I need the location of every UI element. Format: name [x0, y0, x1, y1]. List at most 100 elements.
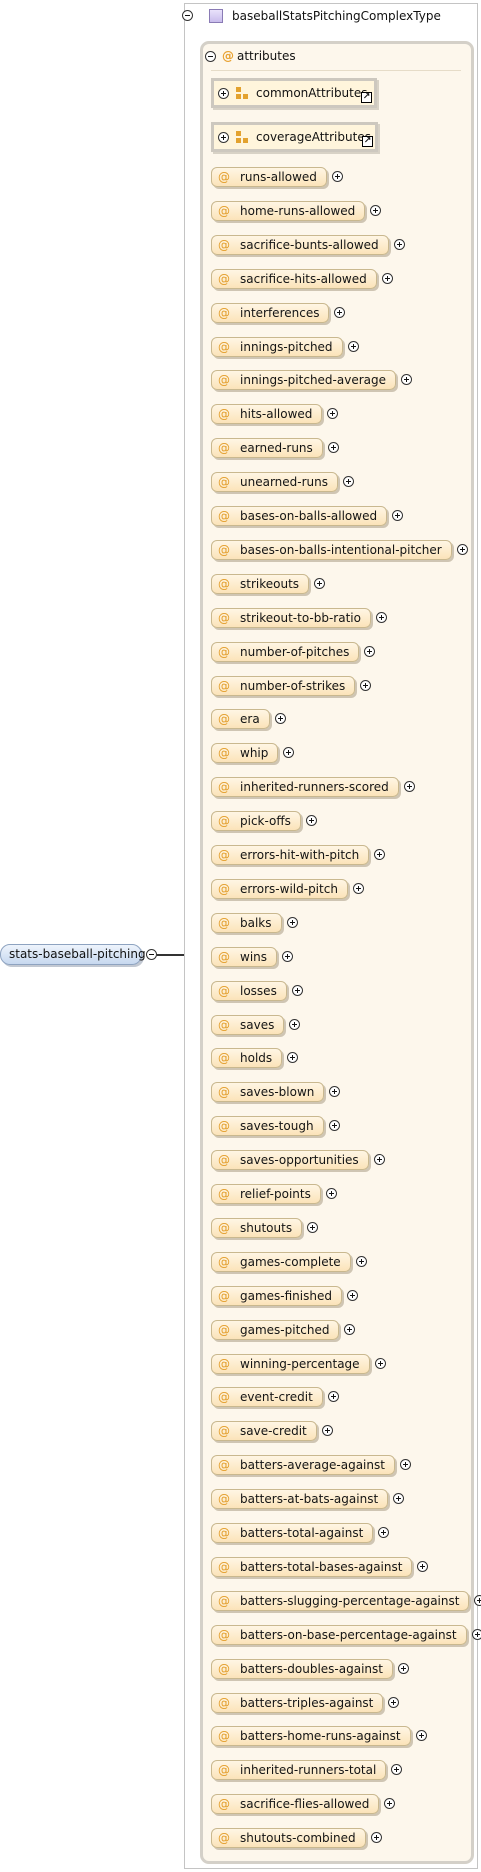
attribute-pill[interactable]: @saves-blown	[211, 1081, 325, 1102]
attribute-item[interactable]: @pick-offs	[211, 810, 317, 831]
expand-icon[interactable]	[329, 1086, 341, 1097]
expand-icon[interactable]	[388, 1697, 400, 1708]
attribute-item[interactable]: @strikeouts	[211, 573, 326, 594]
expand-icon[interactable]	[456, 544, 468, 555]
expand-icon[interactable]	[370, 205, 382, 216]
attribute-pill[interactable]: @batters-home-runs-against	[211, 1725, 411, 1746]
expand-icon[interactable]	[378, 1527, 390, 1538]
attribute-item[interactable]: @interferences	[211, 302, 346, 323]
attribute-pill[interactable]: @batters-average-against	[211, 1454, 395, 1475]
expand-icon[interactable]	[282, 951, 294, 962]
attribute-pill[interactable]: @batters-on-base-percentage-against	[211, 1624, 467, 1645]
expand-icon[interactable]	[374, 849, 386, 860]
attribute-pill[interactable]: @batters-slugging-percentage-against	[211, 1590, 470, 1611]
attribute-item[interactable]: @saves-blown	[211, 1081, 341, 1102]
expand-icon[interactable]	[399, 1459, 411, 1470]
attribute-pill[interactable]: @sacrifice-bunts-allowed	[211, 234, 389, 255]
attribute-item[interactable]: @holds	[211, 1047, 299, 1068]
expand-icon[interactable]	[283, 747, 295, 758]
expand-icon[interactable]	[381, 273, 393, 284]
attribute-pill[interactable]: @strikeouts	[211, 573, 310, 594]
expand-icon[interactable]	[384, 1798, 396, 1809]
attribute-pill[interactable]: @games-finished	[211, 1285, 342, 1306]
expand-icon[interactable]	[393, 1493, 405, 1504]
expand-icon[interactable]	[291, 985, 303, 996]
complex-type-collapse-icon[interactable]	[182, 10, 193, 21]
expand-icon[interactable]	[401, 374, 412, 385]
attribute-item[interactable]: @bases-on-balls-allowed	[211, 505, 404, 526]
expand-icon[interactable]	[325, 1188, 337, 1199]
attribute-item[interactable]: @wins	[211, 946, 294, 967]
attribute-item[interactable]: @games-complete	[211, 1251, 367, 1272]
attribute-pill[interactable]: @home-runs-allowed	[211, 200, 366, 221]
expand-icon[interactable]	[327, 1391, 339, 1402]
attribute-item[interactable]: @games-finished	[211, 1285, 358, 1306]
attribute-pill[interactable]: @number-of-pitches	[211, 641, 360, 662]
expand-icon[interactable]	[287, 1052, 299, 1063]
attribute-pill[interactable]: @batters-triples-against	[211, 1692, 384, 1713]
attribute-item[interactable]: @innings-pitched	[211, 336, 359, 357]
attribute-item[interactable]: @save-credit	[211, 1420, 333, 1441]
attribute-pill[interactable]: @whip	[211, 742, 279, 763]
expand-icon[interactable]	[355, 1256, 367, 1267]
attribute-item[interactable]: @winning-percentage	[211, 1353, 386, 1374]
attribute-item[interactable]: @unearned-runs	[211, 471, 355, 492]
attribute-pill[interactable]: @winning-percentage	[211, 1353, 370, 1374]
attribute-item[interactable]: @saves-opportunities	[211, 1149, 385, 1170]
attribute-item[interactable]: @batters-doubles-against	[211, 1658, 409, 1679]
expand-icon[interactable]	[314, 578, 326, 589]
expand-icon[interactable]	[474, 1595, 481, 1606]
attribute-item[interactable]: @games-pitched	[211, 1319, 356, 1340]
expand-icon[interactable]	[471, 1629, 481, 1640]
attribute-pill[interactable]: @saves-opportunities	[211, 1149, 369, 1170]
attribute-item[interactable]: @shutouts-combined	[211, 1827, 382, 1848]
attribute-pill[interactable]: @earned-runs	[211, 437, 323, 458]
attribute-item[interactable]: @bases-on-balls-intentional-pitcher	[211, 539, 468, 560]
attribute-item[interactable]: @home-runs-allowed	[211, 200, 382, 221]
attribute-pill[interactable]: @sacrifice-flies-allowed	[211, 1793, 380, 1814]
attribute-item[interactable]: @shutouts	[211, 1217, 319, 1238]
expand-icon[interactable]	[286, 917, 298, 928]
root-element[interactable]: stats-baseball-pitching	[0, 944, 146, 965]
expand-icon[interactable]	[392, 510, 404, 521]
attribute-item[interactable]: @sacrifice-bunts-allowed	[211, 234, 405, 255]
expand-icon[interactable]	[415, 1730, 427, 1741]
attribute-group-ref[interactable]: coverageAttributes ↗	[211, 122, 378, 152]
attribute-item[interactable]: @batters-on-base-percentage-against	[211, 1624, 481, 1645]
attribute-pill[interactable]: @batters-total-bases-against	[211, 1556, 413, 1577]
expand-icon[interactable]	[274, 713, 286, 724]
attribute-pill[interactable]: @innings-pitched	[211, 336, 343, 357]
expand-icon[interactable]	[352, 883, 364, 894]
attribute-item[interactable]: @sacrifice-flies-allowed	[211, 1793, 396, 1814]
expand-icon[interactable]	[393, 239, 405, 250]
expand-icon[interactable]	[373, 1154, 385, 1165]
attribute-pill[interactable]: @bases-on-balls-intentional-pitcher	[211, 539, 452, 560]
attribute-item[interactable]: @inherited-runners-total	[211, 1759, 403, 1780]
expand-icon[interactable]	[346, 1290, 358, 1301]
expand-icon[interactable]	[327, 408, 339, 419]
attribute-item[interactable]: @errors-wild-pitch	[211, 878, 364, 899]
attribute-item[interactable]: @batters-triples-against	[211, 1692, 400, 1713]
attribute-pill[interactable]: @event-credit	[211, 1386, 323, 1407]
attribute-item[interactable]: @whip	[211, 742, 295, 763]
expand-icon[interactable]	[375, 612, 387, 623]
attribute-pill[interactable]: @saves	[211, 1014, 285, 1035]
attributes-collapse-icon[interactable]	[205, 51, 216, 62]
attribute-item[interactable]: @event-credit	[211, 1386, 339, 1407]
attribute-item[interactable]: @runs-allowed	[211, 166, 343, 187]
expand-icon[interactable]	[417, 1561, 429, 1572]
attribute-pill[interactable]: @pick-offs	[211, 810, 301, 831]
attribute-pill[interactable]: @sacrifice-hits-allowed	[211, 268, 377, 289]
attribute-pill[interactable]: @batters-at-bats-against	[211, 1488, 389, 1509]
attribute-item[interactable]: @era	[211, 708, 286, 729]
attribute-item[interactable]: @batters-total-against	[211, 1522, 390, 1543]
attribute-item[interactable]: @batters-total-bases-against	[211, 1556, 429, 1577]
expand-icon[interactable]	[391, 1764, 403, 1775]
attribute-pill[interactable]: @unearned-runs	[211, 471, 339, 492]
attribute-item[interactable]: @hits-allowed	[211, 403, 339, 424]
attribute-pill[interactable]: @strikeout-to-bb-ratio	[211, 607, 371, 628]
attribute-item[interactable]: @saves-tough	[211, 1115, 340, 1136]
attribute-pill[interactable]: @relief-points	[211, 1183, 321, 1204]
expand-icon[interactable]	[289, 1019, 301, 1030]
expand-icon[interactable]	[305, 815, 317, 826]
